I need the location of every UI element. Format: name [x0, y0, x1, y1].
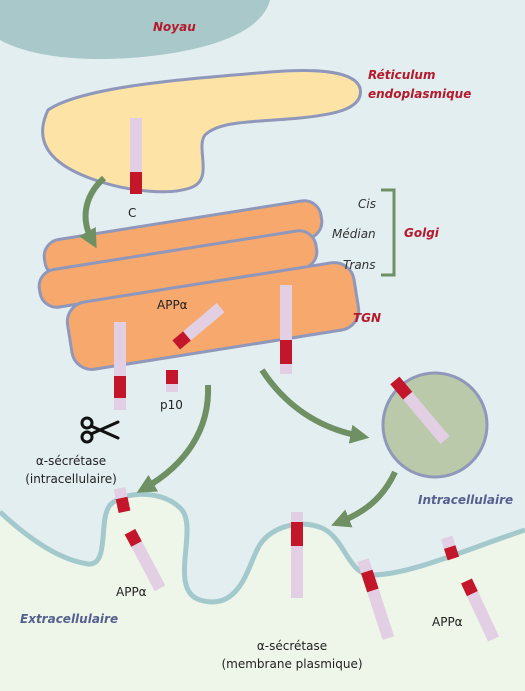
app-alpha-released-right: [461, 578, 499, 642]
scissors-icon: [80, 416, 120, 444]
app-membrane-right: [440, 535, 460, 561]
label-reticulum-2: endoplasmique: [368, 87, 472, 101]
nucleus: [0, 0, 270, 60]
label-noyau: Noyau: [153, 20, 196, 34]
label-alpha-secretase-intra-1: α-sécrétase: [35, 454, 107, 468]
label-app-alpha-left: APPα: [116, 585, 147, 599]
app-alpha-golgi: [172, 303, 225, 350]
arrow-er-to-golgi: [78, 175, 107, 249]
app-golgi-cleaved: [114, 322, 126, 410]
label-trans: Trans: [343, 258, 376, 272]
label-reticulum-1: Réticulum: [368, 68, 436, 82]
label-cis: Cis: [358, 197, 376, 211]
p10-fragment: [166, 370, 178, 392]
arrow-vesicle-to-membrane: [331, 470, 398, 528]
app-membrane-left-fold: [113, 487, 131, 513]
label-alpha-secretase-intra-2: (intracellulaire): [25, 472, 117, 486]
label-median: Médian: [332, 227, 376, 241]
label-extracellulaire: Extracellulaire: [20, 612, 119, 626]
label-alpha-secretase-membrane-2: (membrane plasmique): [221, 657, 363, 671]
label-golgi: Golgi: [404, 226, 439, 240]
label-alpha-secretase-membrane-1: α-sécrétase: [256, 639, 328, 653]
app-membrane-center: [291, 512, 303, 598]
label-p10: p10: [160, 398, 183, 412]
label-app-alpha-golgi: APPα: [157, 298, 188, 312]
label-intracellulaire: Intracellulaire: [418, 493, 514, 507]
label-c-terminal: C: [128, 206, 137, 220]
arrow-golgi-to-membrane: [136, 384, 212, 493]
arrow-tgn-to-vesicle: [259, 368, 370, 444]
label-tgn: TGN: [353, 311, 382, 325]
app-vesicle: [390, 376, 450, 445]
app-alpha-released-left: [124, 528, 166, 592]
app-tgn-vertical: [280, 285, 292, 374]
endoplasmic-reticulum: [41, 69, 362, 194]
label-app-alpha-right: APPα: [432, 615, 463, 629]
golgi-bracket: [381, 188, 396, 277]
app-membrane-cut: [357, 558, 395, 640]
app-er: [130, 118, 142, 194]
